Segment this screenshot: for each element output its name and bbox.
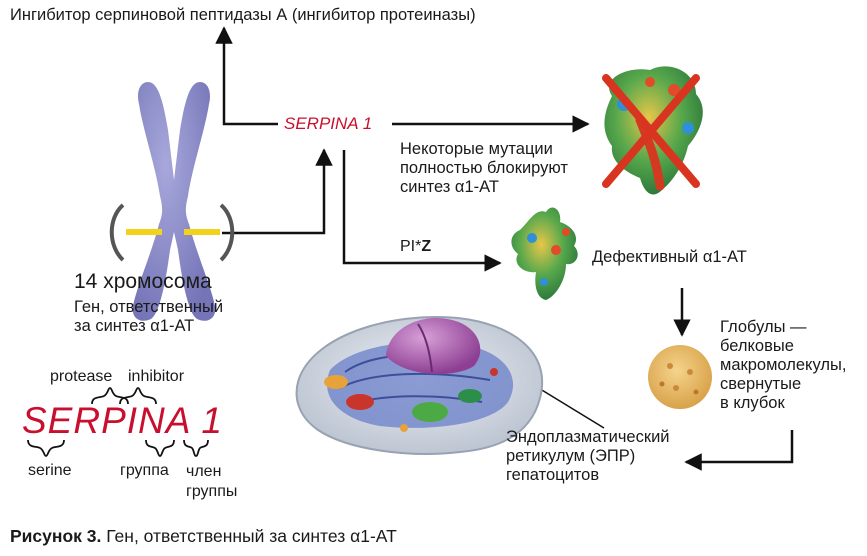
- arrow-to-title: [215, 26, 278, 126]
- globule-icon: [648, 345, 712, 409]
- chromosome-desc: Ген, ответственный за синтез α1-АТ: [74, 298, 224, 335]
- figure-caption: Рисунок 3. Ген, ответственный за синтез …: [10, 526, 397, 547]
- caption-bold: Рисунок 3.: [10, 526, 102, 546]
- er-label: Эндоплазматический ретикулум (ЭПР) гепат…: [506, 428, 670, 484]
- brace-protease: [91, 387, 129, 405]
- etymology-group: группа: [120, 462, 169, 479]
- bracket-left: [109, 203, 125, 262]
- protein-defective-icon: [511, 207, 578, 300]
- brace-group: [145, 439, 175, 457]
- brace-member: [183, 439, 209, 457]
- etymology-braces: [27, 387, 209, 457]
- chromosome-band-left: [126, 229, 162, 235]
- cell-icon: [295, 316, 543, 455]
- gene-label: SERPINA 1: [284, 114, 373, 133]
- cross-icon: [602, 74, 700, 188]
- globules-label: Глобулы — белковые макромолекулы, сверну…: [720, 318, 847, 412]
- variant-prefix: PI*: [400, 238, 422, 255]
- chromosome-icon: [109, 82, 235, 321]
- variant-letter: Z: [421, 238, 432, 255]
- etymology-serine: serine: [28, 462, 72, 479]
- etymology-word: SERPINA 1: [22, 400, 223, 441]
- brace-serine: [27, 439, 65, 457]
- chromosome-title: 14 хромосома: [74, 270, 212, 293]
- variant-label: PI*Z: [400, 238, 431, 256]
- chromosome-band-right: [184, 229, 220, 235]
- diagram-title: Ингибитор серпиновой пептидазы А (ингиби…: [10, 6, 476, 24]
- defective-label: Дефективный α1-АТ: [592, 248, 747, 266]
- etymology-inhibitor: inhibitor: [128, 368, 185, 385]
- protein-blocked-icon: [602, 66, 703, 195]
- caption-text: Ген, ответственный за синтез α1-АТ: [101, 526, 397, 546]
- arrow-to-er: [684, 430, 794, 471]
- arrow-chrom-to-gene: [222, 148, 333, 235]
- brace-inhibitor: [119, 387, 157, 405]
- bracket-right: [219, 203, 235, 262]
- etymology-member: член группы: [186, 463, 238, 500]
- etymology-protease: protease: [50, 368, 113, 385]
- mutation-note: Некоторые мутации полностью блокируют си…: [400, 140, 568, 196]
- arrow-to-defective: [342, 150, 502, 272]
